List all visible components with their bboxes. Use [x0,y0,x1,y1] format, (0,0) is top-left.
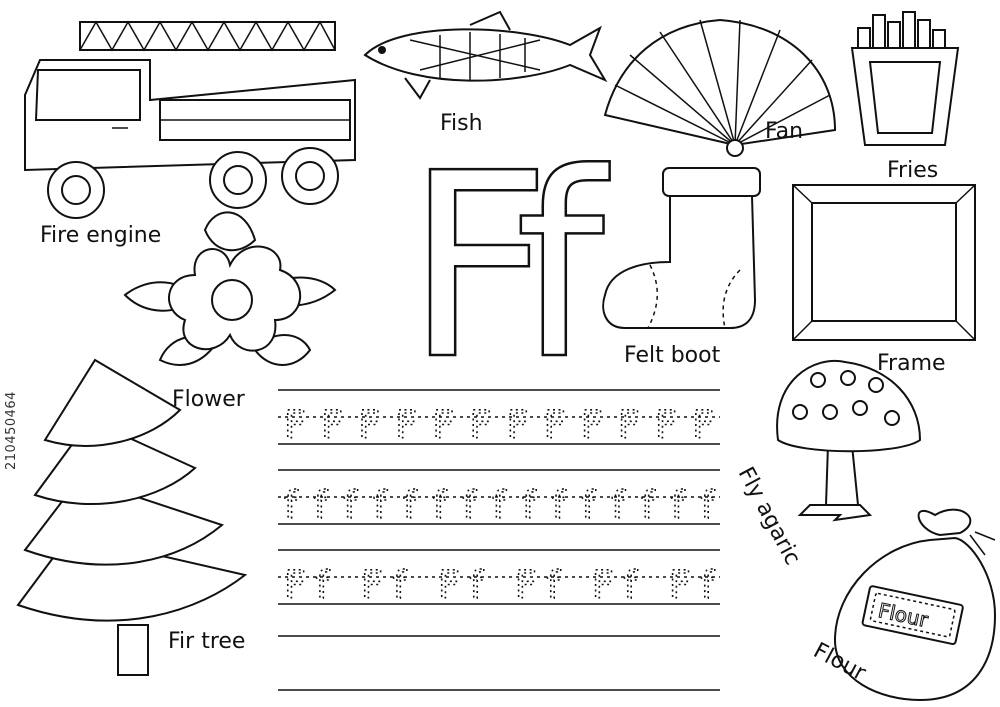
fly-agaric-label: Fly agaric [733,463,805,569]
tracing-area [278,389,720,691]
flour-bag-illustration: Flour [833,508,997,702]
fly-agaric-illustration [776,359,922,522]
flower-label: Flower [172,387,246,412]
felt-boot-label: Felt boot [624,343,721,368]
tracing-row-lowercase: f f f f f f f f f f f f f f f [284,483,716,527]
flour-tag: Flour [861,585,964,646]
fire-engine-label: Fire engine [40,223,161,248]
uppercase-letter: F [405,119,552,416]
felt-boot-illustration [602,167,761,329]
stock-id-watermark: 210450464 [4,391,19,470]
tracing-row-pairs: Ff Ff Ff Ff Ff Ff [284,563,716,607]
fan-label: Fan [765,119,803,144]
fries-label: Fries [887,158,938,183]
lowercase-letter: f [515,119,610,416]
fries-illustration [850,11,960,146]
fir-tree-illustration [16,358,248,676]
frame-label: Frame [877,351,946,376]
frame-illustration [792,184,976,341]
fire-engine-illustration [24,20,356,219]
fish-label: Fish [440,111,483,136]
fish-illustration [363,10,608,100]
flower-illustration [123,211,337,366]
fan-illustration [603,18,837,157]
fir-tree-label: Fir tree [168,629,245,654]
tracing-row-uppercase: F F F F F F F F F F F F [284,403,714,447]
